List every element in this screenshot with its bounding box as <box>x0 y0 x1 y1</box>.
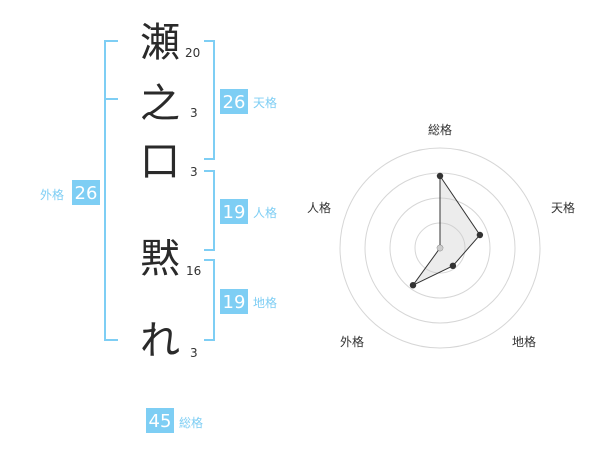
name-char-4: 黙 <box>140 236 180 282</box>
radar-point-1 <box>476 231 484 239</box>
gaikaku-label: 外格 <box>40 187 64 202</box>
radar-ring-4 <box>339 147 541 349</box>
chikaku-label: 地格 <box>253 295 277 310</box>
gaikaku-value: 26 <box>75 183 98 204</box>
tenkaku-value: 26 <box>223 92 246 113</box>
gaikaku-bracket <box>104 40 118 341</box>
stroke-count-5: 3 <box>190 346 198 360</box>
jinkaku-label: 人格 <box>253 205 277 220</box>
radar-area <box>412 174 481 286</box>
chikaku-bracket <box>204 259 215 341</box>
jinkaku-value: 19 <box>223 202 246 223</box>
stroke-count-1: 20 <box>185 46 200 60</box>
chikaku-badge <box>220 289 248 314</box>
radar-axis-label-2: 地格 <box>512 334 536 349</box>
tenkaku-bracket <box>204 40 215 160</box>
radar-point-0 <box>436 172 444 180</box>
tenkaku-badge <box>220 89 248 114</box>
radar-point-2 <box>449 262 457 269</box>
radar-axis-label-0: 総格 <box>428 122 452 137</box>
name-char-5: れ <box>140 318 180 364</box>
radar-point-3 <box>409 282 417 289</box>
name-char-3: 口 <box>140 139 180 185</box>
radar-chart: 総格 天格 地格 外格 人格 <box>307 122 575 349</box>
radar-axis-label-1: 天格 <box>551 200 575 215</box>
name-char-2: 之 <box>140 81 180 127</box>
radar-center <box>437 245 443 251</box>
soukaku-badge <box>146 408 174 433</box>
gaikaku-badge <box>72 180 100 205</box>
soukaku-value: 45 <box>149 411 172 432</box>
name-char-1: 瀬 <box>140 20 180 66</box>
stroke-count-4: 16 <box>186 264 201 278</box>
radar-axis-label-4: 人格 <box>307 200 331 215</box>
jinkaku-badge <box>220 199 248 224</box>
stroke-count-3: 3 <box>190 165 198 179</box>
jinkaku-bracket <box>204 170 215 251</box>
soukaku-label: 総格 <box>179 415 203 430</box>
radar-axis-label-3: 外格 <box>340 334 364 349</box>
chikaku-value: 19 <box>223 292 246 313</box>
tenkaku-label: 天格 <box>253 95 277 110</box>
stroke-count-2: 3 <box>190 106 198 120</box>
